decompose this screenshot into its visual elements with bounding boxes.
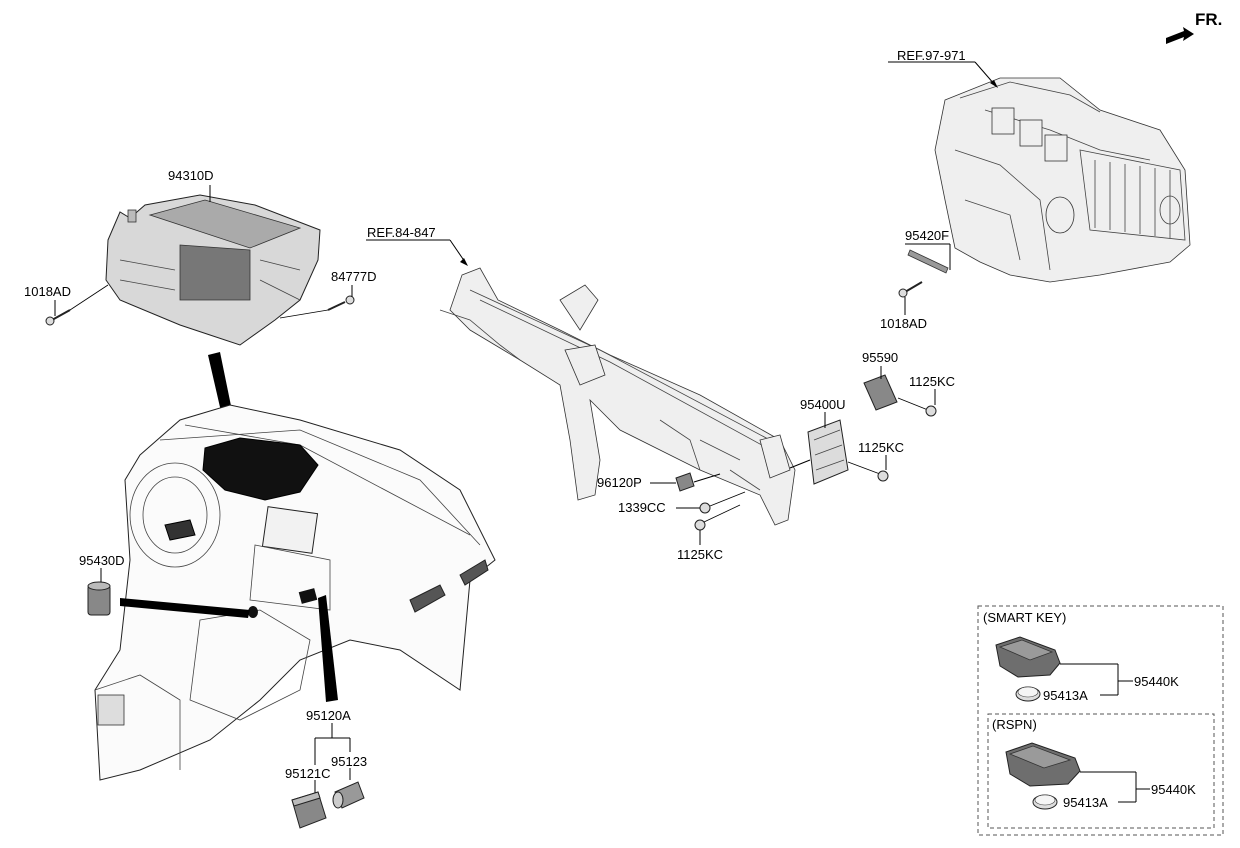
part-label-95590: 95590 xyxy=(862,350,899,365)
part-label-95400U: 95400U xyxy=(800,397,846,412)
part-label-95413A-rspn: 95413A xyxy=(1063,795,1108,810)
leader-96120P-to-frame xyxy=(693,473,721,483)
part-label-84777D: 84777D xyxy=(331,269,377,284)
rspn-box-title: (RSPN) xyxy=(992,717,1037,732)
leader-95400U-to-frame xyxy=(789,459,811,469)
screw-icon xyxy=(847,461,889,482)
battery-icon xyxy=(1032,794,1058,810)
part-label-1018AD-left: 1018AD xyxy=(24,284,71,299)
rspn-box xyxy=(987,713,1215,829)
ref-hvac-label: REF.97-971 xyxy=(897,48,966,63)
part-label-1125KC-a: 1125KC xyxy=(909,374,956,389)
dashboard-illustration xyxy=(94,404,496,781)
front-arrow-icon xyxy=(1166,27,1194,44)
part-label-1339CC: 1339CC xyxy=(618,500,666,515)
part-label-95430D: 95430D xyxy=(79,553,125,568)
screw-icon xyxy=(45,284,109,326)
smart-key-fob-illustration xyxy=(995,636,1061,678)
front-direction-label: FR. xyxy=(1195,10,1223,29)
part-95590-illustration xyxy=(863,374,898,411)
smart-key-box xyxy=(977,605,1224,836)
rspn-key-fob-illustration xyxy=(1005,742,1081,787)
smart-key-box-title: (SMART KEY) xyxy=(983,610,1067,625)
part-label-94310D: 94310D xyxy=(168,168,214,183)
pointer-95120A-icon xyxy=(318,595,338,702)
part-95123-illustration xyxy=(332,781,365,809)
ref-hvac-arrow-line xyxy=(974,61,996,86)
ref-crossbar-arrow-line xyxy=(449,239,466,263)
screw-icon xyxy=(897,397,937,417)
part-label-96120P: 96120P xyxy=(597,475,642,490)
part-96120P-illustration xyxy=(675,472,695,492)
part-label-1125KC-c: 1125KC xyxy=(677,547,724,562)
ref-crossbar-arrow-icon xyxy=(460,258,468,266)
part-95400U-illustration xyxy=(807,419,849,485)
crossbar-frame-illustration xyxy=(439,267,796,526)
ref-hvac-arrow-icon xyxy=(990,80,998,88)
screw-icon xyxy=(898,281,923,298)
part-label-95420F: 95420F xyxy=(905,228,950,243)
ref-crossbar-label: REF.84-847 xyxy=(367,225,436,240)
battery-icon xyxy=(1015,686,1041,702)
part-95121C-illustration xyxy=(291,791,327,829)
part-label-95123: 95123 xyxy=(331,754,368,769)
part-label-95440K-rspn: 95440K xyxy=(1151,782,1196,797)
screw-icon xyxy=(279,295,355,319)
part-label-1018AD-right: 1018AD xyxy=(880,316,927,331)
part-label-95121C: 95121C xyxy=(285,766,331,781)
hvac-unit-illustration xyxy=(934,77,1191,283)
part-label-95120A: 95120A xyxy=(306,708,351,723)
part-label-95440K-smart: 95440K xyxy=(1134,674,1179,689)
cluster-94310D-illustration xyxy=(105,194,321,346)
part-label-95413A-smart: 95413A xyxy=(1043,688,1088,703)
part-95430D-illustration xyxy=(87,581,111,616)
pointer-95430D-icon xyxy=(120,598,250,618)
nut-icon xyxy=(699,491,746,514)
part-label-1125KC-b: 1125KC xyxy=(858,440,905,455)
part-95420F-illustration xyxy=(907,249,949,274)
